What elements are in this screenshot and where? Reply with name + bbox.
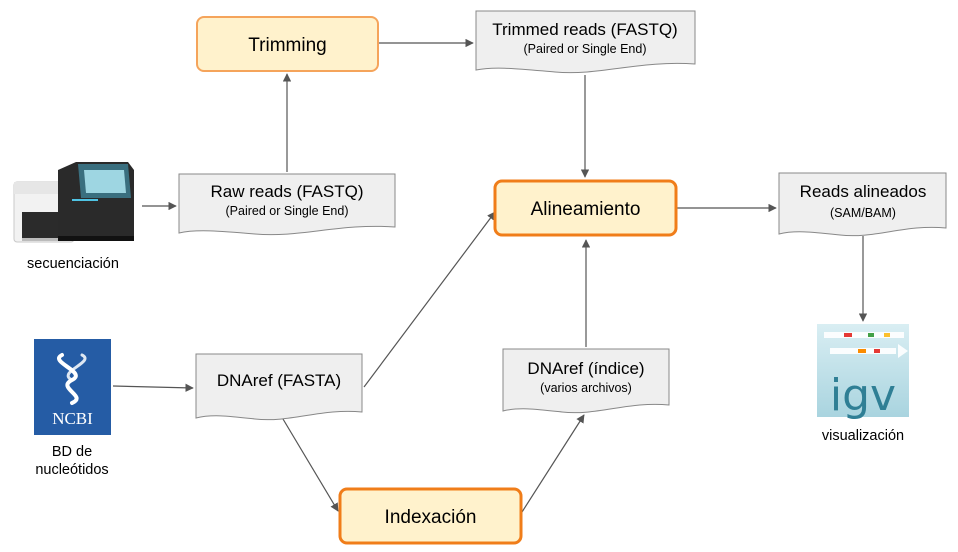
document-raw-shape <box>178 173 396 236</box>
document-indice-shape <box>502 348 670 414</box>
document-indice-title: DNAref (índice) <box>527 359 644 378</box>
process-trimming-label: Trimming <box>248 35 326 56</box>
process-alineamiento-label: Alineamiento <box>531 199 641 220</box>
arrow-fasta-to-indexacion <box>279 413 339 512</box>
process-indexacion-box <box>338 487 523 545</box>
process-indexacion-label: Indexación <box>385 507 477 528</box>
document-fasta-title: DNAref (FASTA) <box>217 371 341 390</box>
document-trimmed-shape <box>475 10 696 74</box>
document-alineados-subtitle: (SAM/BAM) <box>830 206 896 220</box>
document-raw-reads: Raw reads (FASTQ) (Paired or Single End) <box>178 173 396 236</box>
process-alineamiento: Alineamiento <box>493 179 678 237</box>
arrow-fasta-to-alineamiento <box>363 211 496 388</box>
igv-logo-text: igv <box>830 370 896 421</box>
ncbi-logo-text: NCBI <box>52 409 93 428</box>
arrow-ncbi-to-fasta <box>112 383 194 393</box>
ncbi-caption-line1: BD de <box>52 444 92 460</box>
document-reads-alineados: Reads alineados (SAM/BAM) <box>778 172 947 237</box>
process-indexacion: Indexación <box>338 487 523 545</box>
arrow-indexacion-to-indice <box>521 414 585 513</box>
document-alineados-title: Reads alineados <box>800 182 927 201</box>
document-dnaref-fasta: DNAref (FASTA) <box>195 353 363 421</box>
document-dnaref-indice: DNAref (índice) (varios archivos) <box>502 348 670 414</box>
process-trimming-box <box>196 16 379 72</box>
document-raw-subtitle: (Paired or Single End) <box>226 204 349 218</box>
process-alineamiento-box <box>493 179 678 237</box>
sequencer-icon: secuenciación <box>13 162 134 272</box>
ncbi-logo: NCBI BD de nucleótidos <box>34 339 111 478</box>
document-alineados-shape <box>778 172 947 237</box>
document-trimmed-title: Trimmed reads (FASTQ) <box>492 20 677 39</box>
document-fasta-shape <box>195 353 363 421</box>
connectors <box>112 38 868 513</box>
document-raw-title: Raw reads (FASTQ) <box>210 182 363 201</box>
document-indice-subtitle: (varios archivos) <box>540 381 632 395</box>
document-trimmed-subtitle: (Paired or Single End) <box>524 42 647 56</box>
igv-logo: igv visualización <box>817 324 909 444</box>
igv-caption: visualización <box>822 428 904 444</box>
ncbi-caption-line2: nucleótidos <box>35 462 108 478</box>
process-trimming: Trimming <box>196 16 379 72</box>
document-trimmed-reads: Trimmed reads (FASTQ) (Paired or Single … <box>475 10 696 74</box>
sequencer-caption: secuenciación <box>27 256 119 272</box>
